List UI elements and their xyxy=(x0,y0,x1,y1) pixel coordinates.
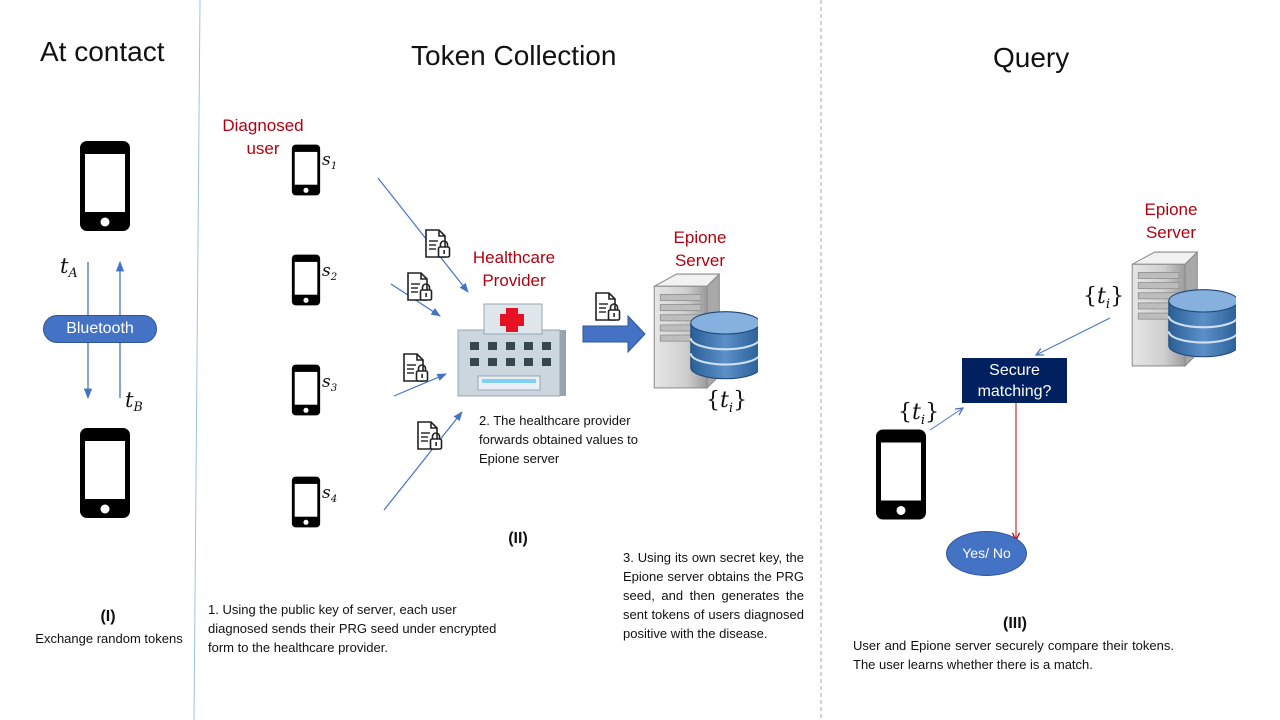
locked-document-icon xyxy=(594,292,622,322)
divider-left xyxy=(193,0,201,720)
server-icon xyxy=(646,270,758,392)
bluetooth-badge: Bluetooth xyxy=(43,315,157,343)
query-server-tokens-label: {ti} xyxy=(1083,284,1125,312)
query-user-tokens-label: {ti} xyxy=(898,400,940,428)
forward-block-arrow xyxy=(582,314,646,354)
secure-matching-label: Secure matching? xyxy=(977,361,1052,400)
result-oval: Yes/ No xyxy=(946,531,1027,576)
seed-label: s3 xyxy=(322,372,338,394)
contact-title: At contact xyxy=(40,36,165,67)
seed-label: s2 xyxy=(322,261,338,283)
token-a-label: tA xyxy=(60,254,78,281)
contact-caption: Exchange random tokens xyxy=(35,631,183,646)
phone-icon xyxy=(291,364,321,416)
phone-icon xyxy=(291,476,321,528)
locked-document-icon xyxy=(402,353,430,383)
arrow-user-to-matching xyxy=(929,408,963,431)
arrow-seed-3 xyxy=(393,373,447,397)
healthcare-label: Healthcare Provider xyxy=(472,248,556,290)
epione-label: Epione Server xyxy=(673,228,727,270)
query-id: (III) xyxy=(1003,615,1027,632)
locked-document-icon xyxy=(424,229,452,259)
diagnosed-label: Diagnosed user xyxy=(222,116,304,158)
arrow-seed-1 xyxy=(377,177,469,293)
phone-icon xyxy=(79,427,131,519)
query-epione-label: Epione Server xyxy=(1144,200,1198,242)
tokens-set-label: {ti} xyxy=(706,388,748,416)
step1-text: 1. Using the public key of server, each … xyxy=(208,602,497,655)
phone-icon xyxy=(291,144,321,196)
result-label: Yes/ No xyxy=(962,545,1011,561)
contact-id: (I) xyxy=(100,608,116,625)
hospital-icon xyxy=(457,303,566,397)
server-icon xyxy=(1124,248,1236,370)
phone-icon xyxy=(79,140,131,232)
query-title: Query xyxy=(993,42,1070,73)
locked-document-icon xyxy=(416,421,444,451)
token-b-label: tB xyxy=(125,388,143,415)
phone-icon xyxy=(291,254,321,306)
seed-label: s4 xyxy=(322,483,338,505)
collection-id: (II) xyxy=(508,530,528,547)
seed-label: s1 xyxy=(322,150,338,172)
query-caption: User and Epione server securely compare … xyxy=(853,638,1174,672)
arrow-server-to-matching xyxy=(1036,317,1111,355)
bluetooth-label: Bluetooth xyxy=(66,320,134,337)
secure-matching-box: Secure matching? xyxy=(962,358,1067,403)
step3-text: 3. Using its own secret key, the Epione … xyxy=(623,550,804,641)
locked-document-icon xyxy=(406,272,434,302)
phone-icon xyxy=(875,428,927,521)
arrow-seed-4 xyxy=(383,411,463,511)
collection-title: Token Collection xyxy=(411,40,617,71)
step2-text: 2. The healthcare provider forwards obta… xyxy=(479,413,638,466)
